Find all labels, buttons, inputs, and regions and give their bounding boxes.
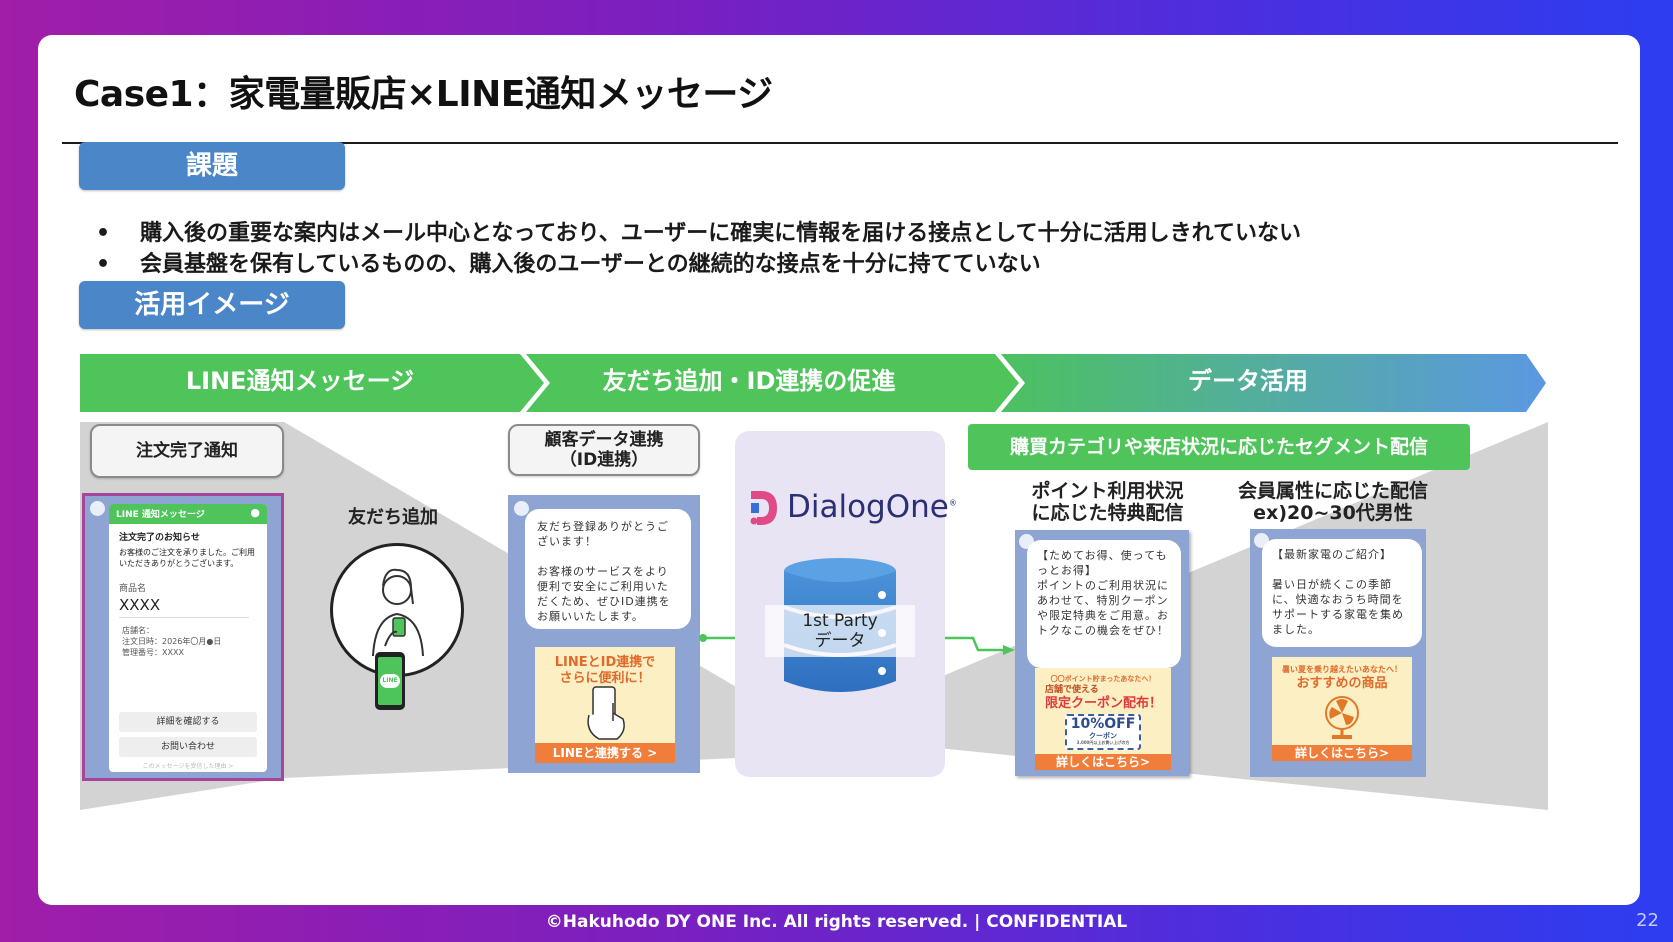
welcome-bubble: 友だち登録ありがとうございます！ お客様のサービスをより便利で安全にご利用いただ… — [525, 509, 691, 629]
box-line2: （ID連携） — [559, 450, 649, 470]
hand-phone-icon — [587, 686, 625, 740]
fan-icon — [1325, 696, 1359, 739]
bullet-item: 購入後の重要な案内はメール中心となっており、ユーザーに確実に情報を届ける接点とし… — [96, 218, 1301, 249]
image-section-label: 活用イメージ — [79, 281, 345, 329]
id-link-phone: 友だち登録ありがとうございます！ お客様のサービスをより便利で安全にご利用いただ… — [508, 495, 700, 773]
page-number: 22 — [1636, 910, 1659, 931]
item-label: 商品名 — [119, 584, 147, 594]
bell-icon: ● — [250, 506, 260, 519]
line-app-icon: LINE — [380, 674, 400, 688]
flow-stage3-label: データ活用 — [1188, 367, 1308, 395]
dialogone-panel: DialogOne® 1st Party データ — [735, 431, 957, 777]
receive-reason-link[interactable]: このメッセージを受信した理由 > — [142, 763, 234, 770]
recommend-bubble: 【最新家電のご紹介】 暑い日が続くこの季節に、快適なおうち時間をサポートする家電… — [1262, 539, 1422, 647]
line-header-title: LINE 通知メッセージ — [116, 510, 205, 520]
title-divider — [62, 142, 1618, 144]
copyright-footer: ©Hakuhodo DY ONE Inc. All rights reserve… — [545, 912, 1128, 932]
contact-button[interactable]: お問い合わせ — [119, 737, 257, 757]
order-date: 注文日時：2026年〇月●日 — [122, 637, 222, 646]
coupon-banner[interactable]: 〇〇ポイント貯まったあなたへ！ 店舗で使える 限定クーポン配布！ 10%OFF … — [1035, 668, 1171, 770]
page-title: Case1：家電量販店×LINE通知メッセージ — [74, 74, 773, 115]
flow-stage2-shape — [526, 354, 1019, 412]
msg-body: お客様のご注文を承りました。ご利用いただきありがとうございます。 — [119, 548, 255, 568]
rec-top-text: 暑い夏を乗り越えたいあなたへ！ — [1282, 665, 1402, 674]
flow-stage3-shape — [1001, 354, 1546, 412]
issue-section-label: 課題 — [79, 142, 345, 190]
customer-data-link-box: 顧客データ連携 （ID連携） — [508, 424, 700, 476]
flow-stage2-label: 友だち追加・ID連携の促進 — [602, 367, 896, 395]
store-name: 店舗名： — [122, 626, 154, 635]
management-number: 管理番号：XXXX — [122, 648, 184, 657]
line-message-phone: LINE 通知メッセージ ● 注文完了のお知らせ お客様のご注文を承りました。ご… — [82, 493, 284, 781]
banner-line1: LINEとID連携で — [554, 655, 656, 670]
dialogone-logo-text: DialogOne® — [787, 489, 957, 525]
first-party-data-label: 1st Party データ — [765, 605, 915, 657]
line-link-button[interactable]: LINEと連携する > — [535, 743, 675, 763]
item-value: XXXX — [119, 596, 161, 614]
id-link-banner[interactable]: LINEとID連携で さらに便利に！ LINEと連携する > — [535, 647, 675, 763]
order-complete-box: 注文完了通知 — [90, 424, 284, 478]
line-message-card: LINE 通知メッセージ ● 注文完了のお知らせ お客様のご注文を承りました。ご… — [109, 504, 267, 772]
coupon-fine: 3,000円以上お買い上げの方 — [1076, 740, 1130, 745]
line-header: LINE 通知メッセージ ● — [109, 504, 267, 524]
slide: Case1：家電量販店×LINE通知メッセージ 課題 購入後の重要な案内はメール… — [38, 35, 1640, 905]
coupon-top-text: 〇〇ポイント貯まったあなたへ！ — [1050, 675, 1156, 683]
point-bubble: 【ためてお得、使ってもっとお得】 ポイントのご利用状況にあわせて、特別クーポンや… — [1027, 540, 1181, 668]
recommend-cta-button[interactable]: 詳しくはこちら> — [1272, 745, 1412, 761]
bullet-item: 会員基盤を保有しているものの、購入後のユーザーとの継続的な接点を十分に持てていな… — [96, 249, 1301, 280]
msg-title: 注文完了のお知らせ — [119, 533, 200, 543]
dialogone-logo-icon — [747, 489, 779, 527]
person-icon — [372, 568, 424, 657]
recommend-phone: 【最新家電のご紹介】 暑い日が続くこの季節に、快適なおうち時間をサポートする家電… — [1250, 529, 1426, 777]
camera-dot — [514, 501, 529, 516]
segment-delivery-header: 購買カテゴリや来店状況に応じたセグメント配信 — [968, 424, 1470, 470]
divider — [119, 617, 249, 618]
point-coupon-phone: 【ためてお得、使ってもっとお得】 ポイントのご利用状況にあわせて、特別クーポンや… — [1015, 530, 1189, 776]
rec-title: おすすめの商品 — [1296, 676, 1388, 691]
smartphone-icon: LINE — [375, 652, 405, 710]
box-line1: 顧客データ連携 — [544, 430, 664, 450]
coupon-off: 10%OFF — [1070, 716, 1136, 732]
friend-add-label: 友だち追加 — [348, 507, 438, 528]
camera-dot — [90, 501, 105, 516]
flow-chevron-bar — [80, 354, 1546, 412]
coupon-title: 限定クーポン配布！ — [1045, 696, 1163, 711]
member-attribute-caption: 会員属性に応じた配信 ex)20~30代男性 — [1237, 480, 1428, 524]
flow-stage1-shape — [80, 354, 544, 412]
coupon-ticket: 10%OFF クーポン 3,000円以上お買い上げの方 — [1065, 714, 1141, 750]
detail-button[interactable]: 詳細を確認する — [119, 712, 257, 732]
recommend-banner[interactable]: 暑い夏を乗り越えたいあなたへ！ おすすめの商品 詳しくはこちら> — [1272, 657, 1412, 761]
coupon-cta-button[interactable]: 詳しくはこちら> — [1035, 754, 1171, 770]
flow-stage1-label: LINE通知メッセージ — [185, 367, 415, 395]
coupon-store-text: 店舗で使える — [1045, 685, 1099, 695]
point-usage-caption: ポイント利用状況 に応じた特典配信 — [1031, 480, 1184, 524]
issue-bullet-list: 購入後の重要な案内はメール中心となっており、ユーザーに確実に情報を届ける接点とし… — [96, 218, 1301, 280]
banner-line2: さらに便利に！ — [559, 671, 651, 686]
coupon-word: クーポン — [1089, 732, 1117, 740]
